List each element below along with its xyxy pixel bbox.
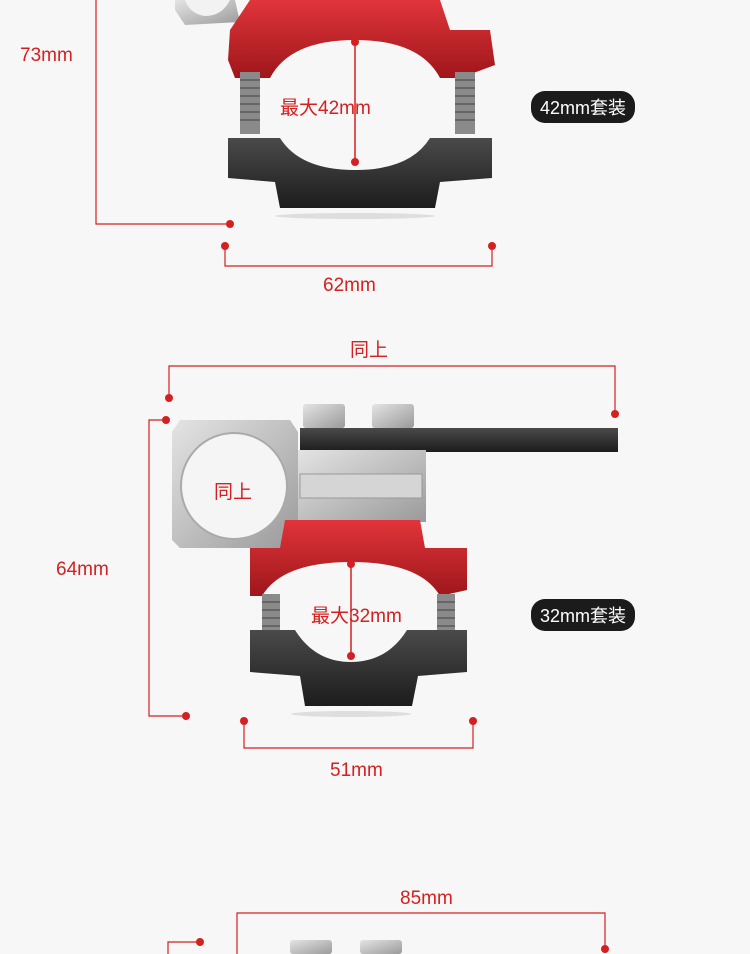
dimension-top-same: 同上 (350, 340, 389, 361)
kit-badge-42mm: 42mm套装 (531, 91, 636, 123)
dimension-top-85: 85mm (400, 888, 453, 909)
dimension-height-64: 64mm (56, 559, 109, 580)
dimension-inner-32: 最大32mm (311, 606, 402, 627)
dimension-inner-42: 最大42mm (280, 98, 371, 119)
dimension-width-51: 51mm (330, 760, 383, 781)
clamp-42mm (175, 0, 495, 219)
dimension-lines-3 (167, 912, 606, 954)
dimension-height-73: 73mm (20, 45, 73, 66)
dimension-lines-2 (148, 365, 616, 749)
clamp-85mm-partial (290, 940, 402, 954)
clamp-32mm (172, 404, 618, 717)
dimension-width-62: 62mm (323, 275, 376, 296)
kit-badge-32mm: 32mm套装 (531, 599, 636, 631)
dimension-lines-1 (95, 0, 493, 267)
ring-label-same: 同上 (214, 482, 253, 503)
